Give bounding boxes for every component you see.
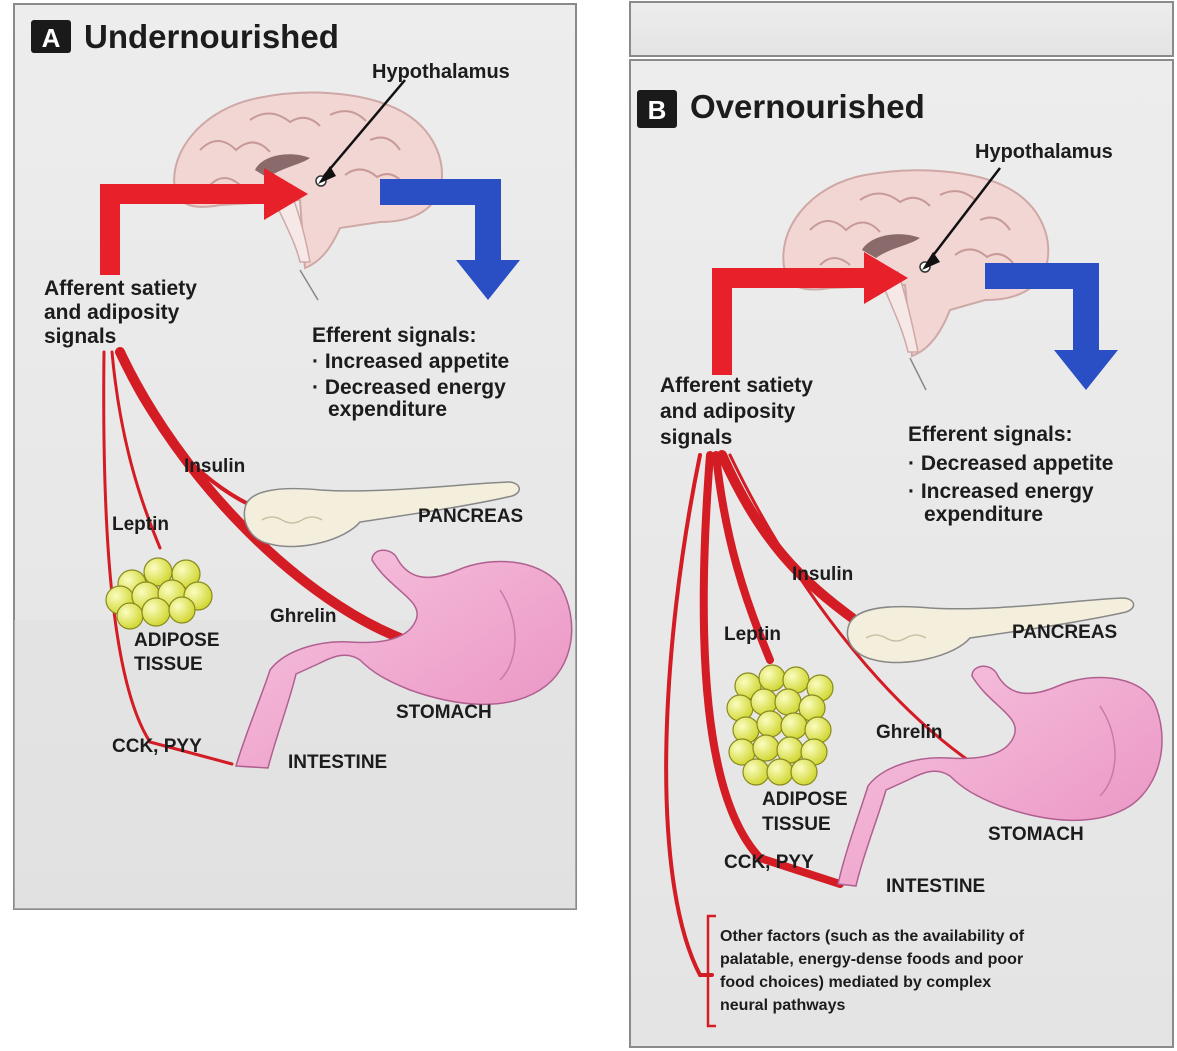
panel-overnourished: B Overnourished Hypothalamus Afferent sa… (630, 60, 1173, 1047)
label-insulin-b: Insulin (792, 564, 853, 585)
label-ghrelin-b: Ghrelin (876, 722, 943, 743)
adjacent-panel-fragment (630, 2, 1173, 56)
label-intestine-a: INTESTINE (288, 752, 387, 773)
label-intestine-b: INTESTINE (886, 876, 985, 897)
label-cck-a: CCK, PYY (112, 736, 202, 757)
label-stomach-b: STOMACH (988, 824, 1084, 845)
label-ghrelin-a: Ghrelin (270, 606, 337, 627)
label-pancreas-a: PANCREAS (418, 506, 523, 527)
label-stomach-a: STOMACH (396, 702, 492, 723)
label-cck-b: CCK, PYY (724, 852, 814, 873)
panel-undernourished: A Undernourished Hypothalamus Afferent s… (14, 4, 576, 909)
panel-a-title: Undernourished (84, 18, 339, 55)
hypothalamus-label-b: Hypothalamus (975, 141, 1113, 163)
label-leptin-a: Leptin (112, 514, 169, 535)
panel-b-title: Overnourished (690, 88, 925, 125)
panel-b-badge-letter: B (648, 95, 667, 125)
label-insulin-a: Insulin (184, 456, 245, 477)
panel-a-badge-letter: A (42, 23, 61, 53)
label-leptin-b: Leptin (724, 624, 781, 645)
hypothalamus-label-a: Hypothalamus (372, 61, 510, 83)
label-pancreas-b: PANCREAS (1012, 622, 1117, 643)
